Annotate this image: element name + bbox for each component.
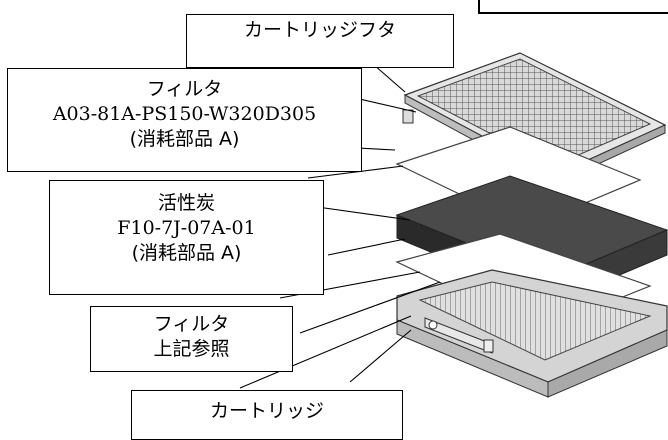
cartridge-tray-part (396, 269, 668, 398)
filter-2-note: 上記参照 (153, 338, 230, 360)
callout-activated-carbon: 活性炭 F10-7J-07A-01 (消耗部品 A) (49, 180, 324, 295)
cartridge-lid-label: カートリッジフタ (243, 19, 396, 41)
carbon-note: (消耗部品 A) (131, 242, 242, 264)
callout-filter-2: フィルタ 上記参照 (90, 306, 293, 372)
filter-1-title: フィルタ (146, 78, 223, 100)
header-frame-corner (478, 0, 668, 14)
filter-2-title: フィルタ (153, 313, 230, 335)
carbon-title: 活性炭 (157, 192, 215, 214)
cartridge-label: カートリッジ (209, 400, 324, 422)
filter-1-part-number: A03-81A-PS150-W320D305 (52, 103, 317, 125)
callout-cartridge-lid: カートリッジフタ (186, 14, 454, 68)
callout-filter-1: フィルタ A03-81A-PS150-W320D305 (消耗部品 A) (7, 68, 362, 172)
filter-1-note: (消耗部品 A) (129, 128, 240, 150)
carbon-part-number: F10-7J-07A-01 (117, 217, 256, 239)
